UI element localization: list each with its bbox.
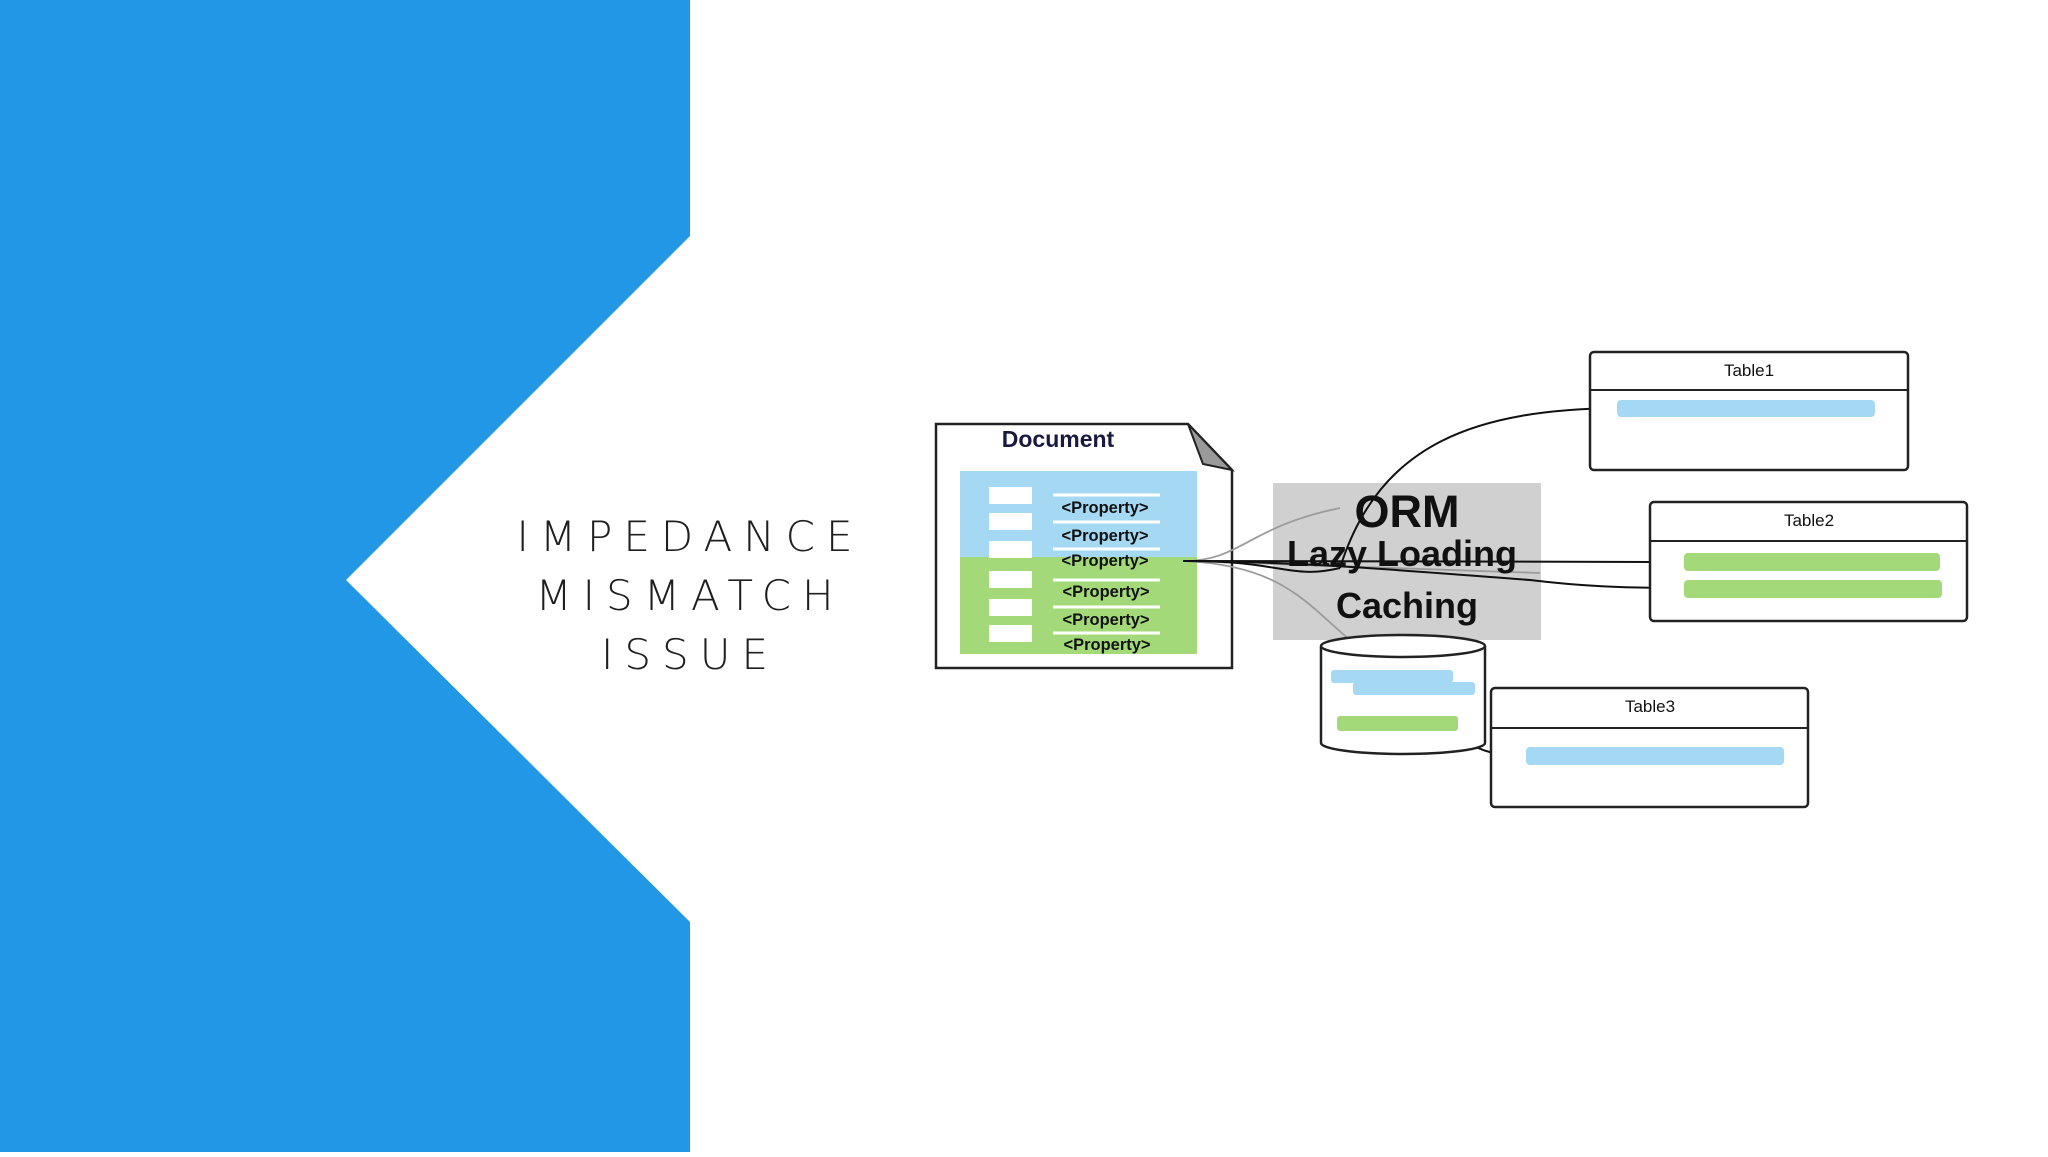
slide-title-line-3: ISSUE	[601, 630, 779, 679]
table2-row	[1684, 553, 1940, 571]
table1: Table1	[1588, 350, 1910, 472]
property-label: <Property>	[1062, 583, 1149, 601]
cache-row-green	[1337, 716, 1458, 731]
cache-cylinder	[1319, 633, 1487, 756]
table1-row	[1617, 400, 1875, 417]
orm-title: ORM	[1355, 486, 1460, 537]
table2: Table2	[1648, 500, 1969, 623]
orm-caching: Caching	[1336, 585, 1478, 626]
slide-title-line-2: MISMATCH	[535, 571, 845, 620]
property-label: <Property>	[1062, 611, 1149, 629]
key-box	[989, 599, 1032, 616]
table3: Table3	[1489, 686, 1810, 809]
table3-title: Table3	[1625, 697, 1675, 716]
mapping-arrows	[1182, 403, 1683, 761]
accent-chevron-panel	[0, 0, 690, 1152]
table2-row	[1684, 580, 1942, 598]
property-label: <Property>	[1061, 499, 1148, 517]
orm-labels: ORM Lazy Loading Caching	[1287, 486, 1517, 626]
table1-title: Table1	[1724, 361, 1774, 380]
key-box	[989, 513, 1032, 530]
property-label: <Property>	[1063, 636, 1150, 654]
table3-row	[1526, 747, 1784, 765]
key-box	[989, 541, 1032, 558]
key-box	[989, 625, 1032, 642]
orm-lazy-loading: Lazy Loading	[1287, 533, 1517, 574]
key-box	[989, 487, 1032, 504]
key-box	[989, 571, 1032, 588]
table2-title: Table2	[1784, 511, 1834, 530]
document-title: Document	[1002, 426, 1115, 452]
cache-row-blue	[1353, 682, 1475, 695]
property-separators	[1053, 493, 1160, 635]
property-label: <Property>	[1061, 527, 1148, 545]
cache-row-blue	[1331, 670, 1453, 683]
property-label: <Property>	[1061, 552, 1148, 570]
document-shape: Document <Property> <Property>	[934, 422, 1235, 670]
slide-title-line-1: IMPEDANCE	[516, 512, 864, 561]
